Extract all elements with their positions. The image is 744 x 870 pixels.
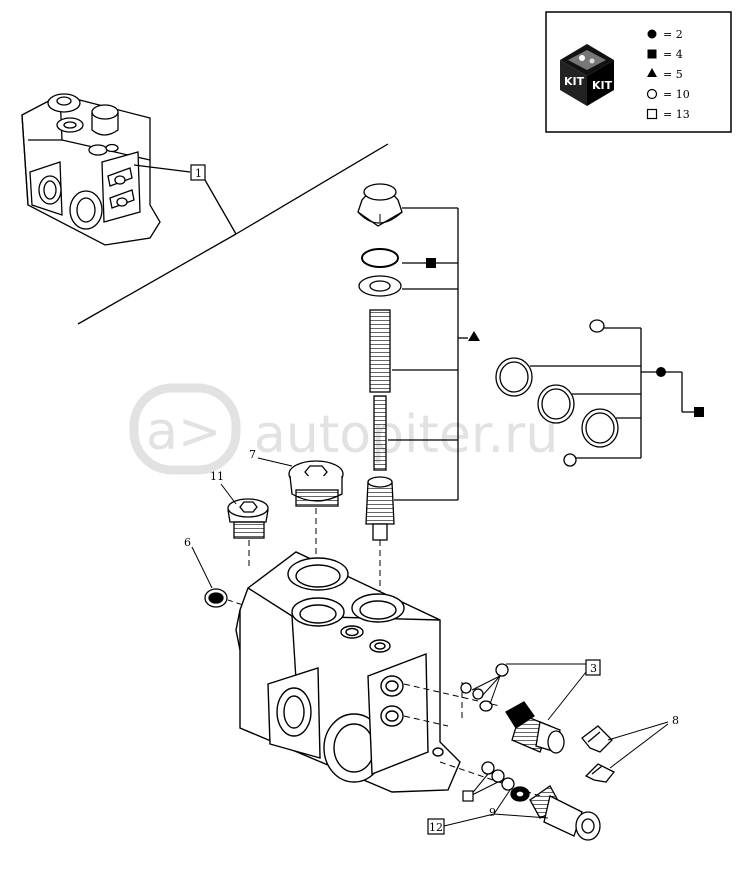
- filled-square-icon: [647, 49, 657, 59]
- callout-12: 12: [429, 821, 443, 834]
- watermark-logo: a>: [146, 402, 221, 462]
- callout-7: 7: [249, 448, 256, 461]
- stack-bracket: [388, 207, 468, 501]
- kit-count-filled-square: = 4: [663, 48, 683, 61]
- kit-count-filled-circle: = 2: [663, 28, 683, 41]
- watermark: a> autopiter.ru: [129, 383, 558, 475]
- open-circle-icon: [646, 88, 658, 100]
- callout-8: 8: [672, 714, 679, 727]
- plug-leaders: [191, 457, 293, 589]
- kit-count-filled-triangle: = 5: [663, 68, 683, 81]
- relief-valve-stack: [357, 183, 403, 600]
- kit-label-left: KIT: [564, 75, 585, 88]
- callout-9: 9: [489, 806, 496, 819]
- callout-1: 1: [195, 167, 202, 180]
- callout-box-1: [190, 164, 206, 181]
- kit-legend: KIT KIT = 2 = 4 = 5 = 10 = 13: [545, 11, 732, 133]
- main-valve-body: [235, 551, 461, 793]
- callout-11: 11: [210, 470, 224, 483]
- kit-count-open-circle: = 10: [663, 88, 690, 101]
- cartridge-12: [443, 761, 601, 841]
- circle-kit-marker: [656, 367, 666, 377]
- cartridge-3: [460, 663, 587, 754]
- square-kit-marker-oring: [694, 407, 704, 417]
- filled-circle-icon: [647, 29, 657, 39]
- overview-leaders: [77, 143, 389, 325]
- overview-valve-drawing: [21, 93, 161, 246]
- filled-triangle-icon: [647, 68, 657, 77]
- watermark-logo-frame: [129, 383, 241, 475]
- callout-box-9-marker: [462, 790, 474, 802]
- callout-6: 6: [184, 536, 191, 549]
- plug-11: [227, 498, 269, 570]
- clips-8: [581, 721, 669, 783]
- triangle-kit-marker: [468, 331, 480, 341]
- callout-box-12: [427, 818, 445, 835]
- kit-box-icon: KIT KIT: [560, 44, 614, 106]
- plug-6: [204, 588, 247, 608]
- kit-label-right: KIT: [592, 79, 613, 92]
- plug-7: [288, 460, 344, 555]
- open-square-icon: [646, 108, 658, 120]
- o-ring-set: [495, 319, 694, 467]
- watermark-text: autopiter.ru: [254, 405, 558, 465]
- square-kit-marker: [426, 258, 436, 268]
- callout-box-3: [585, 659, 601, 676]
- kit-count-open-square: = 13: [663, 108, 690, 121]
- callout-3: 3: [590, 662, 597, 675]
